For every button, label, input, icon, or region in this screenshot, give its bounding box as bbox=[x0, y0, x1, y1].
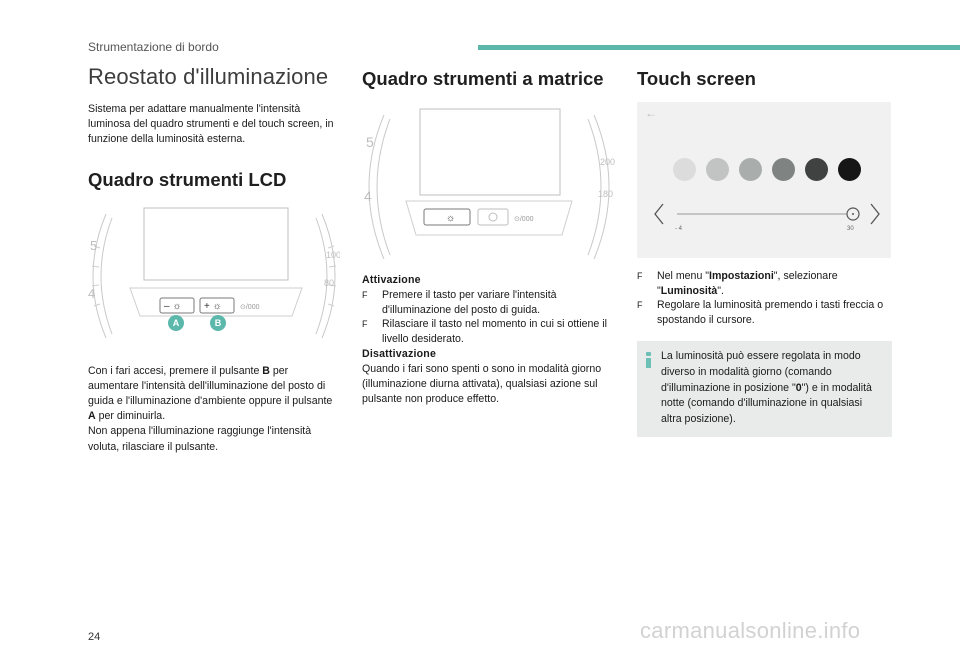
scale-min-label: - 4 bbox=[675, 226, 683, 232]
bullet-marker: F bbox=[362, 319, 368, 330]
touch-screen-figure: ← - 4 30 bbox=[637, 102, 891, 258]
svg-text:4: 4 bbox=[364, 188, 372, 204]
brightness-slider[interactable] bbox=[637, 196, 891, 236]
swatch-3[interactable] bbox=[739, 158, 762, 181]
lcd-instructions: Con i fari accesi, premere il pulsante B… bbox=[88, 364, 333, 453]
svg-text:+ ☼: + ☼ bbox=[204, 301, 222, 312]
matrix-cluster-illustration: 5 4 200 180 ☼ ⊙/000 bbox=[364, 108, 615, 260]
svg-text:100: 100 bbox=[326, 250, 340, 260]
svg-text:☼: ☼ bbox=[446, 213, 455, 224]
bullet-marker: F bbox=[637, 300, 643, 311]
column-matrix: Quadro strumenti a matrice 5 4 200 180 ☼… bbox=[362, 62, 616, 407]
lcd-cluster-illustration: 5 4 100 80 – ☼ + ☼ ⊙/000 bbox=[88, 207, 340, 338]
lcd-section-title: Quadro strumenti LCD bbox=[88, 168, 287, 190]
svg-text:⊙/000: ⊙/000 bbox=[240, 304, 260, 311]
svg-text:5: 5 bbox=[366, 134, 374, 150]
page-title: Reostato d'illuminazione bbox=[88, 64, 329, 89]
svg-text:⊙/000: ⊙/000 bbox=[514, 216, 534, 223]
deactivation-label: Disattivazione bbox=[362, 347, 437, 360]
swatch-2[interactable] bbox=[706, 158, 729, 181]
swatch-6[interactable] bbox=[838, 158, 861, 181]
bullet-marker: F bbox=[362, 290, 368, 301]
column-lcd: Reostato d'illuminazione Sistema per ada… bbox=[88, 62, 340, 455]
swatch-4[interactable] bbox=[772, 158, 795, 181]
matrix-cluster-figure: 5 4 200 180 ☼ ⊙/000 bbox=[362, 107, 616, 265]
svg-text:4: 4 bbox=[88, 286, 95, 301]
section-header: Strumentazione di bordo bbox=[88, 40, 219, 54]
info-note: La luminosità può essere regolata in mod… bbox=[637, 341, 892, 438]
bullet-marker: F bbox=[637, 271, 643, 281]
button-a-label: A bbox=[168, 314, 184, 331]
button-b-label: B bbox=[210, 314, 226, 331]
page-number: 24 bbox=[88, 631, 101, 643]
svg-text:180: 180 bbox=[598, 189, 613, 199]
scale-max-label: 30 bbox=[847, 226, 854, 232]
back-arrow-icon: ← bbox=[645, 106, 657, 120]
swatch-5[interactable] bbox=[805, 158, 828, 181]
info-icon bbox=[646, 352, 651, 369]
svg-text:200: 200 bbox=[600, 157, 615, 167]
chevron-left-icon bbox=[654, 203, 664, 225]
deactivation-text: Quando i fari sono spenti o sono in moda… bbox=[362, 362, 602, 406]
svg-text:5: 5 bbox=[90, 238, 97, 253]
brightness-swatches bbox=[673, 158, 861, 181]
activation-label: Attivazione bbox=[362, 274, 421, 286]
chevron-right-icon bbox=[870, 203, 880, 225]
swatch-1[interactable] bbox=[673, 158, 696, 181]
touch-section-title: Touch screen bbox=[637, 68, 756, 89]
svg-text:80: 80 bbox=[324, 278, 334, 288]
lcd-cluster-figure: 5 4 100 80 – ☼ + ☼ ⊙/000 A B bbox=[88, 205, 340, 346]
intro-text: Sistema per adattare manualmente l'inten… bbox=[88, 103, 334, 146]
svg-text:– ☼: – ☼ bbox=[164, 301, 182, 312]
matrix-section-title: Quadro strumenti a matrice bbox=[362, 68, 604, 89]
header-accent-bar bbox=[478, 45, 960, 50]
watermark: carmanualsonline.info bbox=[640, 618, 861, 643]
